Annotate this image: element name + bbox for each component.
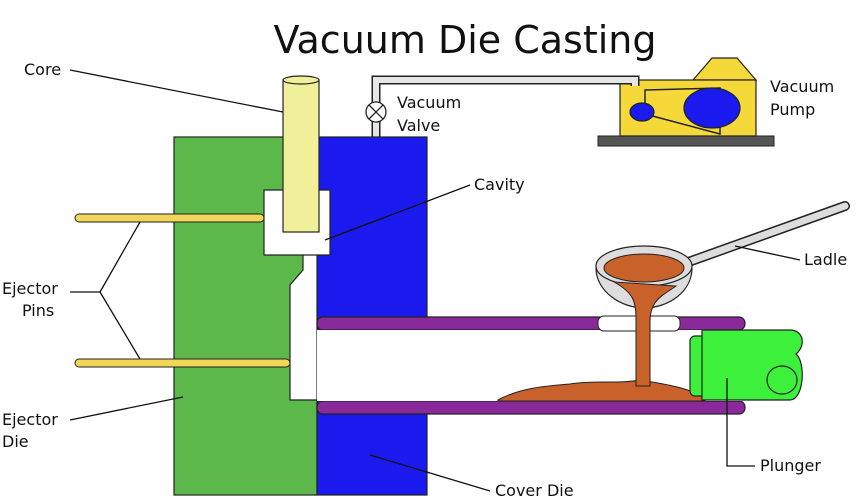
vacuum-pump (619, 57, 758, 137)
molten-metal-stream (613, 281, 678, 387)
valve-x-icon (365, 101, 387, 123)
label-vacuum-pump-2: Pump (770, 100, 815, 119)
ejector-pin-upper (74, 213, 265, 223)
label-ejector-die-1: Ejector (2, 410, 58, 429)
label-ejector-pins-1: Ejector (2, 279, 58, 298)
leader-lines (69, 69, 801, 492)
cover-die (316, 136, 428, 496)
label-cavity: Cavity (474, 175, 525, 194)
label-cover-die: Cover Die (495, 481, 574, 500)
label-ejector-die-2: Die (2, 432, 29, 451)
diagram-title: Vacuum Die Casting (273, 18, 656, 62)
pump-small-pulley (629, 102, 655, 122)
label-ladle: Ladle (804, 250, 847, 269)
core-rod (282, 75, 320, 233)
ladle (595, 201, 850, 309)
ejector-pin-lower (74, 358, 291, 368)
ladle-molten-metal (603, 253, 685, 283)
label-vacuum-valve-1: Vacuum (397, 93, 461, 112)
label-plunger: Plunger (760, 456, 821, 475)
pump-large-pulley (683, 87, 741, 129)
label-core: Core (24, 60, 61, 79)
die-cavity (263, 189, 331, 401)
label-vacuum-valve-2: Valve (397, 116, 440, 135)
plunger (689, 329, 803, 401)
pump-base (597, 135, 775, 147)
label-vacuum-pump-1: Vacuum (770, 77, 834, 96)
label-ejector-pins-2: Pins (22, 301, 54, 320)
